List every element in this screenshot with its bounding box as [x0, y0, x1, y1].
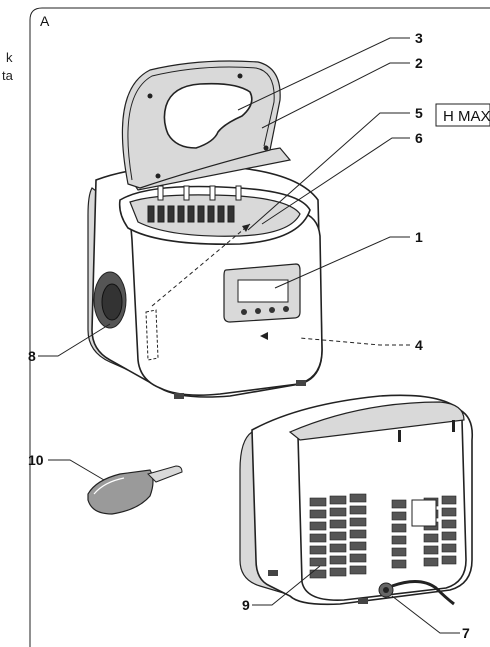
- callout-2: 2: [415, 55, 423, 71]
- drain-plug-center: [383, 587, 389, 593]
- lid-screws: [147, 73, 269, 179]
- ice-fingers: [157, 185, 242, 201]
- water-level-arrow: [151, 223, 251, 307]
- callout-4-arrowhead: [260, 332, 268, 340]
- ice-maker-front-view: [87, 60, 323, 399]
- callout-7: 7: [462, 625, 470, 641]
- callout-3: 3: [415, 30, 423, 46]
- callout-4: 4: [415, 337, 423, 353]
- callout-5: 5: [415, 105, 423, 121]
- side-text-fragment-top: k: [6, 50, 13, 65]
- back-lid-hinges: [398, 420, 455, 442]
- leader-lines: [38, 37, 460, 634]
- back-foot-right: [358, 598, 368, 604]
- back-foot-left: [268, 570, 278, 576]
- front-foot-right: [296, 380, 306, 386]
- ice-scoop: [87, 465, 183, 515]
- power-cord: [391, 580, 455, 606]
- scoop-bowl: [87, 469, 154, 515]
- control-buttons: [241, 306, 289, 315]
- ice-tray-slots: [147, 205, 235, 223]
- water-reservoir-dashed: [145, 309, 159, 361]
- figure-frame: [29, 7, 490, 647]
- water-level-arrowhead: [242, 224, 250, 232]
- lid-window: [163, 82, 253, 149]
- back-vent-grid-right: [391, 495, 457, 569]
- hmax-box: [435, 103, 490, 127]
- scoop-handle: [147, 465, 183, 483]
- lid-outer-edge: [127, 66, 275, 181]
- scoop-rim: [93, 477, 125, 495]
- callout-10: 10: [28, 452, 44, 468]
- ice-basket: [129, 194, 301, 237]
- callout-6: 6: [415, 130, 423, 146]
- side-text-fragment-bottom: ta: [2, 68, 14, 83]
- panel-letter: A: [40, 13, 50, 29]
- side-fan-grill-inner: [101, 283, 123, 321]
- callout-1: 1: [415, 229, 423, 245]
- front-foot-left: [174, 393, 184, 399]
- back-top-lid: [288, 401, 465, 441]
- callout-8: 8: [28, 348, 36, 364]
- ice-maker-back-view: [239, 394, 474, 606]
- callout-9: 9: [242, 597, 250, 613]
- hmax-label: H MAX: [443, 108, 490, 125]
- back-vent-grid-left: [309, 493, 367, 579]
- display-screen: [237, 279, 289, 303]
- back-label-plate: [411, 499, 437, 527]
